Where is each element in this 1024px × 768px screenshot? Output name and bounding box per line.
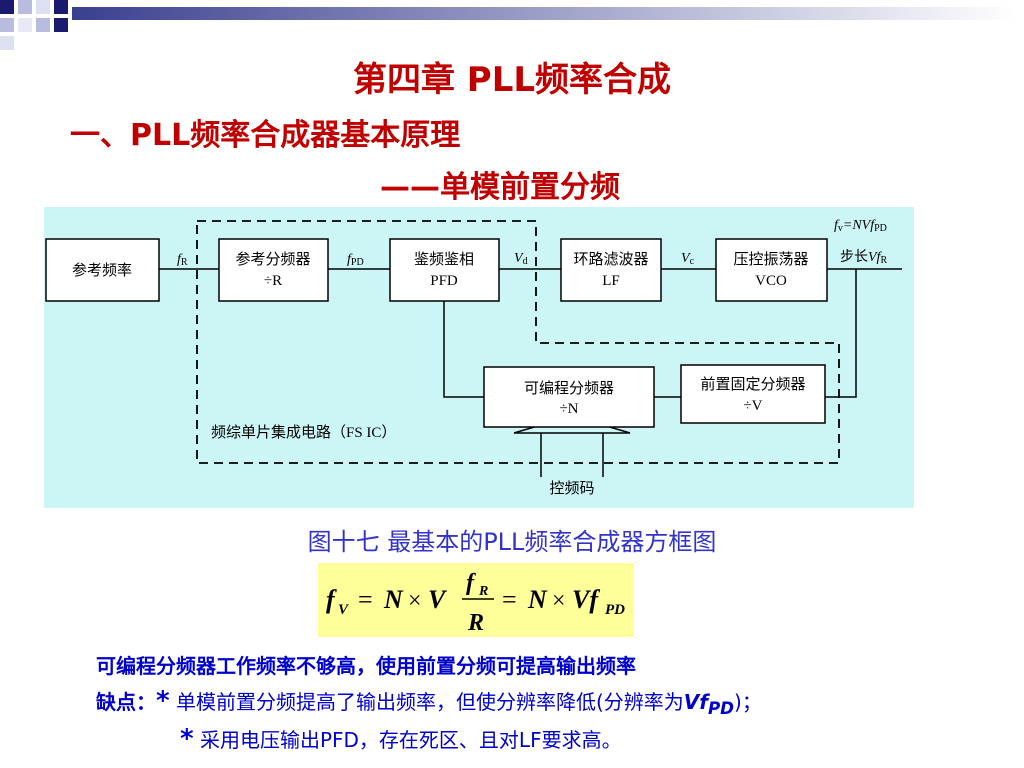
prescaler-label: 前置固定分频器 — [700, 376, 805, 393]
reference-divider-block — [218, 238, 329, 302]
svg-text:=: = — [358, 585, 373, 614]
svg-text:V: V — [428, 585, 448, 614]
ref-div-ratio: ÷R — [264, 273, 282, 289]
prescaler-ratio: ÷V — [743, 398, 762, 414]
signal-fR: fR — [177, 252, 188, 268]
svg-text:R: R — [478, 584, 488, 599]
lf-label: 环路滤波器 — [573, 251, 648, 268]
pll-block-diagram: 参考频率 参考分频器 ÷R 鉴频鉴相 PFD 环路滤波器 LF 压控振荡器 VC… — [44, 207, 914, 508]
ic-boundary — [196, 220, 840, 464]
figure-caption: 图十七 最基本的PLL频率合成器方框图 — [307, 528, 717, 556]
programmable-divider-block — [483, 366, 655, 428]
note-drawback-2: * 采用电压输出PFD，存在死区、且对LF要求高。 — [180, 724, 622, 754]
page-title: 第四章 PLL频率合成 — [352, 60, 672, 100]
output-frequency-label: fv=NVfPD — [834, 218, 887, 234]
header-gradient-bar — [72, 7, 1017, 20]
loop-filter-block — [560, 238, 662, 302]
lf-abbr: LF — [602, 273, 620, 289]
svg-text:N: N — [527, 585, 548, 614]
control-code-label: 控频码 — [549, 480, 594, 497]
prescaler-block — [680, 364, 826, 424]
step-size-label: 步长VfR — [840, 249, 887, 266]
bullet-star: * — [180, 724, 194, 754]
svg-text:×: × — [408, 588, 422, 614]
ic-label: 频综单片集成电路（FS IC） — [211, 424, 396, 441]
vco-block — [715, 238, 828, 302]
formula: f V = N × V f R R = N × Vf PD — [326, 570, 625, 636]
svg-text:PD: PD — [605, 602, 625, 618]
svg-text:f: f — [326, 585, 337, 614]
svg-text:=: = — [502, 585, 517, 614]
svg-text:×: × — [552, 588, 566, 614]
svg-text:Vf: Vf — [572, 585, 600, 614]
formula-box: f V = N × V f R R = N × Vf PD — [318, 563, 634, 637]
pfd-label: 鉴频鉴相 — [414, 251, 474, 268]
section-heading: 一、PLL频率合成器基本原理 — [70, 118, 461, 153]
prog-div-label: 可编程分频器 — [524, 380, 614, 397]
signal-fPD: fPD — [347, 252, 364, 268]
ref-div-label: 参考分频器 — [235, 251, 310, 268]
pfd-abbr: PFD — [430, 273, 458, 289]
pfd-block — [389, 238, 500, 302]
vco-label: 压控振荡器 — [733, 251, 808, 268]
bullet-star: * — [156, 686, 170, 716]
svg-text:f: f — [466, 570, 476, 596]
ref-freq-label: 参考频率 — [72, 262, 132, 279]
signal-Vd: Vd — [514, 251, 528, 267]
vco-abbr: VCO — [755, 273, 787, 289]
svg-text:V: V — [338, 602, 350, 618]
signal-Vc: Vc — [681, 251, 695, 267]
section-subheading: ——单模前置分频 — [380, 170, 620, 205]
reference-frequency-block — [45, 238, 160, 302]
svg-text:R: R — [467, 610, 484, 636]
prog-div-ratio: ÷N — [559, 401, 578, 417]
note-drawback-1: 缺点：* 单模前置分频提高了输出频率，但使分辨率降低(分辨率为VfPD)； — [96, 686, 762, 718]
note-prescaler-benefit: 可编程分频器工作频率不够高，使用前置分频可提高输出频率 — [96, 654, 636, 678]
svg-text:N: N — [383, 585, 404, 614]
